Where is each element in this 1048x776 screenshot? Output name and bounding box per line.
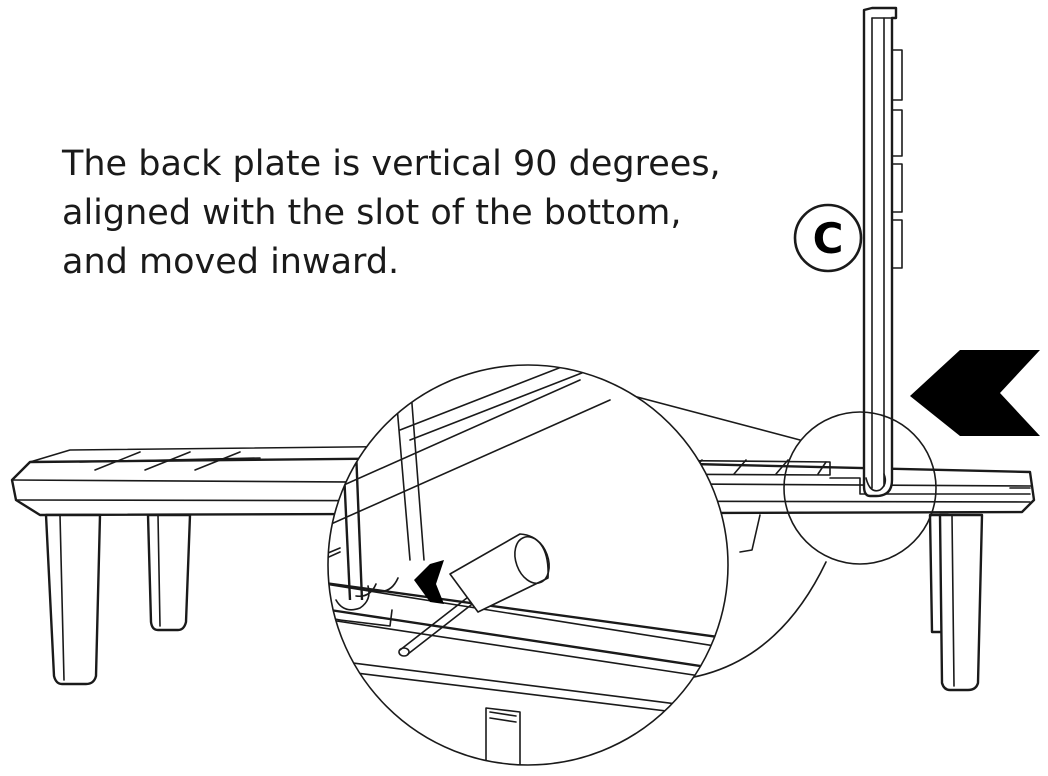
part-label-c: C [793,203,863,273]
arrow-left-icon [910,350,1040,436]
magnified-detail [327,364,729,766]
instruction-text: The back plate is vertical 90 degrees, a… [62,140,721,287]
instruction-line-1: The back plate is vertical 90 degrees, [62,144,721,184]
instruction-line-3: and moved inward. [62,242,400,282]
back-plate [862,6,903,498]
detail-push-arrow-icon [414,560,444,604]
detail-callout-circle [783,411,937,565]
shelf-legs [44,513,984,692]
instruction-line-2: aligned with the slot of the bottom, [62,193,682,233]
part-label-c-text: C [813,214,844,263]
